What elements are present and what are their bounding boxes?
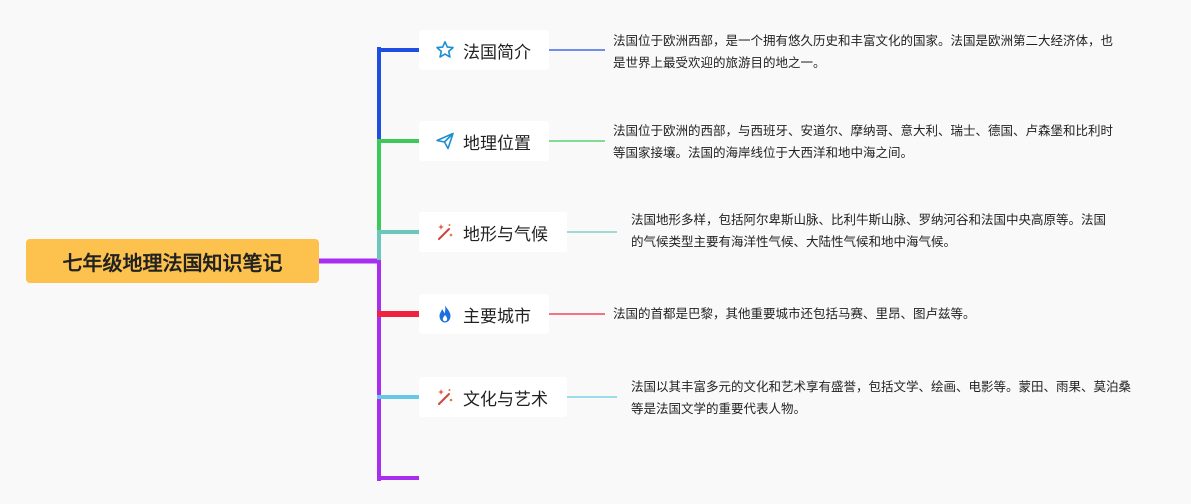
topic-label: 地形与气候 (463, 224, 548, 245)
topic-terrain-climate[interactable]: 地形与气候 (419, 212, 567, 252)
topic-geographic-location[interactable]: 地理位置 (419, 121, 549, 161)
note-culture-art: 法国以其丰富多元的文化和艺术享有盛誉，包括文学、绘画、电影等。蒙田、雨果、莫泊桑… (631, 379, 1132, 416)
note-geographic-location: 法国位于欧洲的西部，与西班牙、安道尔、摩纳哥、意大利、瑞士、德国、卢森堡和比利时… (613, 123, 1114, 160)
star-icon (435, 40, 455, 60)
note-terrain-climate: 法国地形多样，包括阿尔卑斯山脉、比利牛斯山脉、罗纳河谷和法国中央高原等。法国的气… (631, 212, 1107, 249)
topic-major-cities[interactable]: 主要城市 (419, 294, 549, 334)
note-introduction: 法国位于欧洲西部，是一个拥有悠久历史和丰富文化的国家。法国是欧洲第二大经济体，也… (613, 33, 1114, 70)
root-topic[interactable]: 七年级地理法国知识笔记 (26, 239, 319, 283)
paper-plane-icon (435, 131, 455, 151)
flame-icon (435, 304, 455, 324)
note-major-cities: 法国的首都是巴黎，其他重要城市还包括马赛、里昂、图卢兹等。 (613, 306, 976, 321)
topic-label: 主要城市 (463, 306, 531, 327)
topic-label: 文化与艺术 (463, 389, 548, 410)
topic-label: 地理位置 (463, 133, 531, 154)
magic-wand-icon (435, 387, 455, 407)
topic-label: 法国简介 (463, 42, 531, 63)
magic-wand-icon (435, 222, 455, 242)
topic-culture-art[interactable]: 文化与艺术 (419, 377, 567, 417)
topic-introduction[interactable]: 法国简介 (419, 30, 549, 70)
